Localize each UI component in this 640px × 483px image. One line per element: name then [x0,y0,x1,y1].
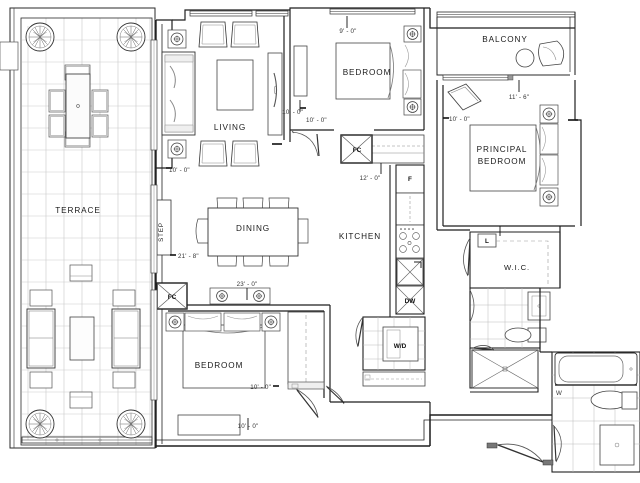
room-labels: TERRACE LIVING DINING KITCHEN BEDROOM BE… [55,35,530,370]
bedroom-bottom [156,282,345,436]
bedroom-bottom-closet [287,311,325,390]
living-window [189,10,289,17]
balcony-area [429,8,576,81]
bedside-lamp-icon [165,312,281,332]
appliance-label-fc-kitchen: FC [353,147,362,154]
toilet-ensuite [504,327,547,343]
accent-chair [447,83,482,111]
terrace-glazing [150,39,158,401]
coffee-table [216,59,254,111]
nightstand-lamp-icon [539,104,559,207]
terrace-lounge-set [26,264,141,409]
room-label-dining: DINING [236,224,270,233]
room-label-step: STEP [158,222,165,242]
bed-principal [469,123,559,192]
bath-marker-label: W [556,390,562,397]
nightstand-lamp-icon [403,25,422,116]
dim-terrace-step: 21' - 8" [178,253,199,260]
dim-bedroom-bottom-right: 10' - 0" [250,384,271,391]
shower-ensuite [471,349,539,389]
dim-principal-left: 10' - 0" [449,116,470,123]
dining-area [195,197,309,267]
dim-balcony: 11' - 6" [509,94,529,101]
terrace-bottom-rail [21,436,153,444]
wic-shelving [496,240,549,285]
dining-chairs [195,197,309,267]
dim-living-right: 10' - 0" [306,117,327,124]
bedroom-top-window [329,8,416,15]
dim-bedroom-bottom-top: 23' - 0" [237,281,258,288]
living-room [161,10,291,167]
bathtub [554,352,638,386]
dim-bedroom-top-depth: 10' - 0" [282,109,303,116]
dim-living-left: 10' - 0" [169,167,190,174]
bedroom-bottom-dresser [177,414,241,436]
terrace-area [9,7,156,449]
entry-door [486,442,554,466]
bed-bottom [182,312,266,389]
laundry-door [355,316,364,348]
vanity-main-bath [590,390,638,410]
outdoor-dining-set [48,64,109,148]
planter-icon [25,22,146,439]
appliance-label-linen-closet: L [485,238,489,245]
fc-unit-bedroom [156,282,188,310]
bedroom-top-door [291,130,320,157]
room-label-principal-2: BEDROOM [478,157,527,166]
balcony-railing [429,8,576,76]
living-sofa [161,51,196,136]
room-label-terrace: TERRACE [55,206,100,215]
media-console [267,52,283,136]
room-label-principal-1: PRINCIPAL [477,145,528,154]
ensuite-lower-wall [469,348,472,389]
ensuite-door [469,289,495,351]
dimension-labels: 10' - 0" 10' - 0" 9' - 0" 10' - 0" 12' -… [169,28,529,430]
room-label-living: LIVING [214,123,246,132]
bedroom-top [0,8,425,157]
fc-unit-kitchen [340,134,373,164]
appliance-label-fridge: F [408,176,412,183]
living-armchair [198,21,260,167]
balcony-furniture [515,40,565,68]
room-label-kitchen: KITCHEN [339,232,381,241]
living-right-wall [283,10,291,142]
side-table-icon [167,29,187,159]
washer-unit [386,329,401,359]
bedroom-top-dresser [293,45,308,97]
toilet-main-bath [599,424,635,466]
ensuite-bottom-wall [470,388,539,393]
nightstand-lamp-icon [209,287,271,305]
main-bath: W [551,351,640,473]
wic-area [463,231,561,289]
room-label-wic: W.I.C. [504,263,530,272]
dining-table [207,207,299,257]
step-threshold [150,184,172,274]
room-label-bedroom-bottom: BEDROOM [195,361,244,370]
wic-door [463,237,471,277]
appliance-label-dishwasher: DW [405,298,417,305]
principal-bedroom [436,80,582,230]
vanity-ensuite [527,291,551,321]
dim-bedroom-bottom-low: 10' - 0" [238,423,259,430]
kitchen-area [340,134,425,318]
ensuite-bath [469,287,551,393]
kitchen-upper-counter [371,134,425,164]
main-bath-door [552,424,562,463]
dimension-ticks [166,16,520,430]
linen-closet-box [477,233,497,248]
room-label-bedroom-top: BEDROOM [343,68,392,77]
kitchen-appliance-column [395,164,425,315]
appliance-label-washer-dryer: W/D [394,343,407,350]
room-label-balcony: BALCONY [482,35,527,44]
balcony-slider [442,74,514,81]
laundry-area [355,316,426,387]
bed-top [0,41,422,100]
appliance-labels: FC FC F DW W/D L [168,147,489,350]
dim-bedroom-top-width: 9' - 0" [339,28,356,35]
corridor-walls [330,226,561,446]
appliance-label-fc-bedroom: FC [168,294,177,301]
dim-kitchen: 12' - 0" [360,175,381,182]
